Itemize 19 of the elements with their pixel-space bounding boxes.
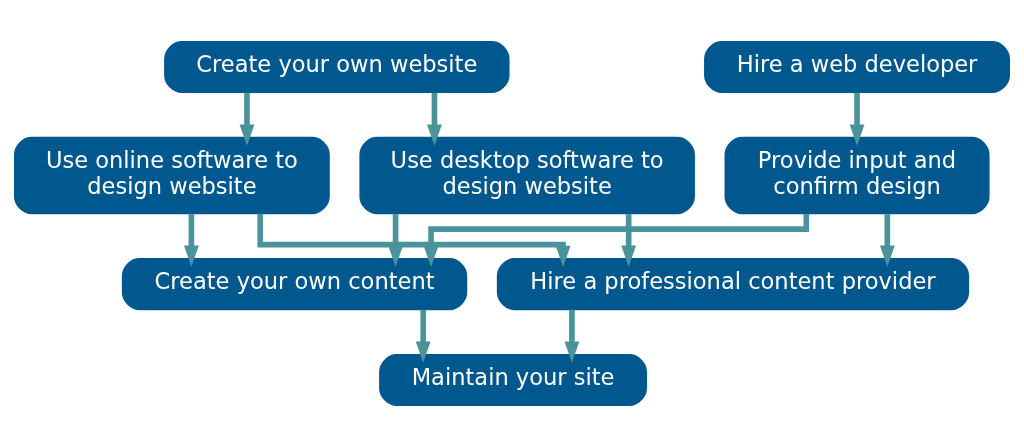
node-box: Provide input and confirm design	[724, 136, 990, 215]
node-box: Maintain your site	[379, 353, 647, 407]
node-box: Create your own website	[164, 40, 510, 94]
arrow	[415, 309, 431, 363]
arrow	[183, 214, 199, 267]
arrow	[849, 92, 865, 146]
arrow	[388, 214, 403, 267]
arrow	[423, 213, 810, 268]
node-box: Hire a professional content provider	[496, 258, 970, 311]
arrow	[564, 309, 580, 363]
node-box: Hire a web developer	[704, 40, 1010, 94]
arrow	[257, 213, 571, 267]
arrow	[879, 214, 895, 267]
arrow	[239, 92, 255, 146]
node-box: Create your own content	[121, 258, 468, 311]
arrow	[427, 92, 442, 146]
node-box: Use desktop software to design website	[359, 136, 695, 215]
arrow	[621, 214, 637, 267]
node-box: Use online software to design website	[14, 136, 330, 215]
